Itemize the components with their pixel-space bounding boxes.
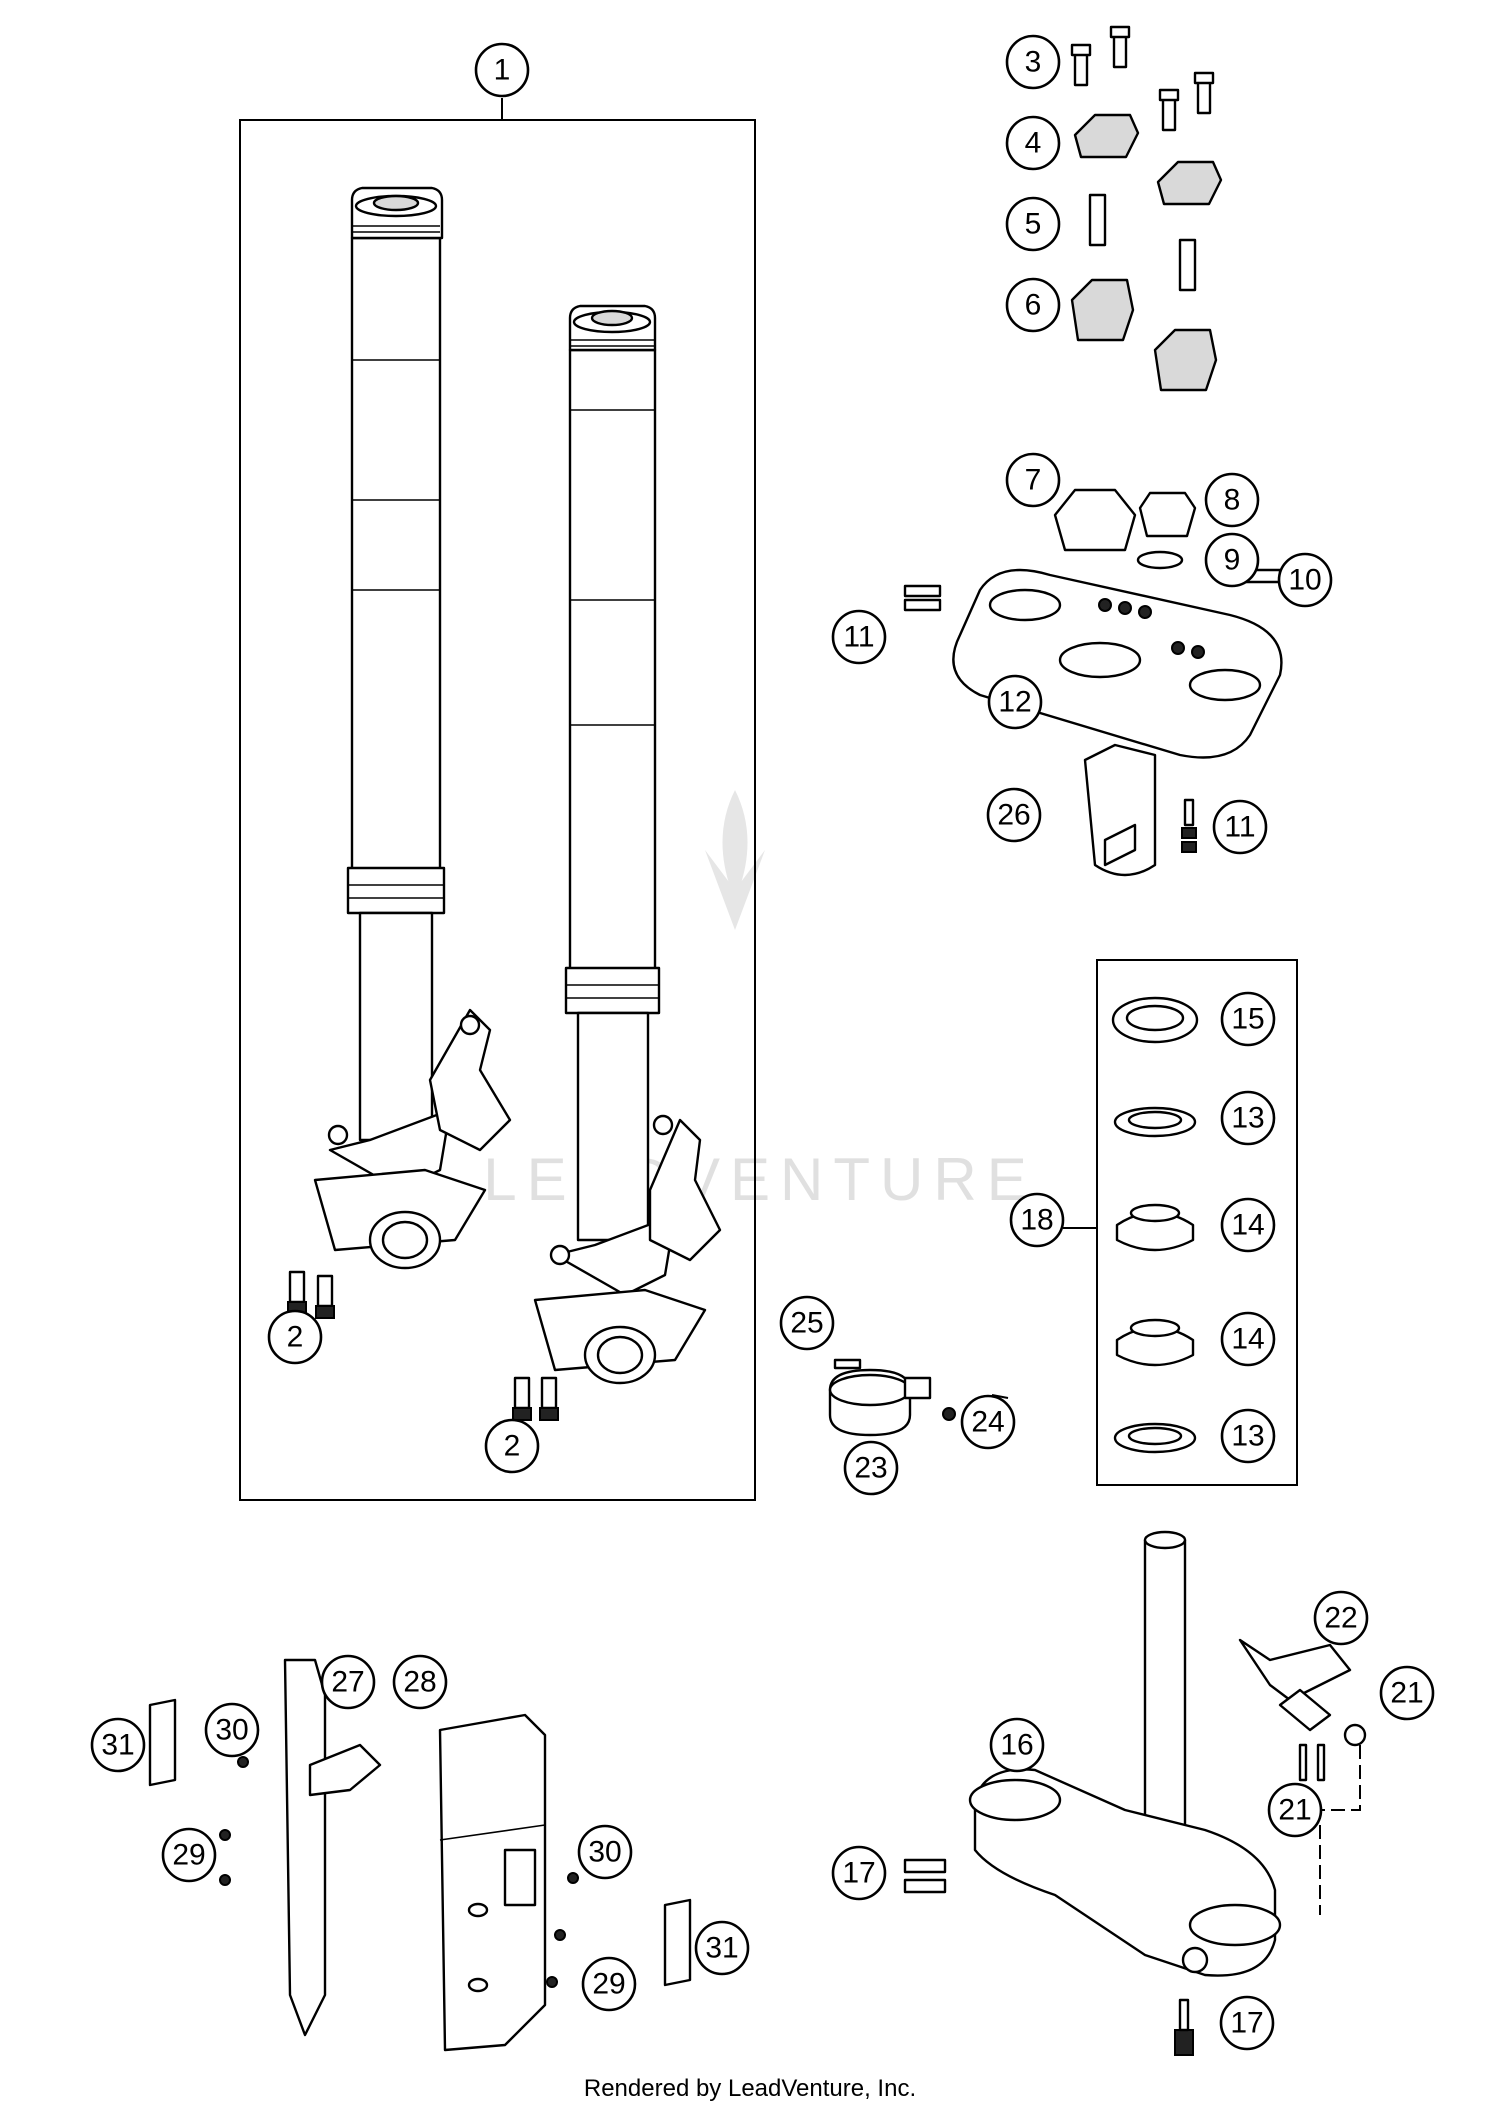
svg-text:30: 30 (215, 1714, 248, 1747)
fork-group-box (239, 119, 756, 1501)
svg-text:29: 29 (592, 1968, 625, 2001)
lower-triple-clamp (903, 1530, 1367, 2056)
callout-23[interactable]: 23 (843, 1440, 899, 1496)
svg-text:2: 2 (287, 1321, 304, 1354)
callout-14[interactable]: 14 (1220, 1197, 1276, 1253)
callout-16[interactable]: 16 (989, 1717, 1045, 1773)
svg-text:17: 17 (842, 1857, 875, 1890)
callout-31[interactable]: 31 (694, 1920, 750, 1976)
callout-18[interactable]: 18 (1009, 1192, 1065, 1248)
svg-text:16: 16 (1000, 1729, 1033, 1762)
svg-text:22: 22 (1324, 1602, 1357, 1635)
callout-4[interactable]: 4 (1005, 115, 1061, 171)
callout-25[interactable]: 25 (779, 1295, 835, 1351)
callout-11[interactable]: 11 (1212, 799, 1268, 855)
callout-1[interactable]: 1 (474, 42, 530, 98)
svg-text:2: 2 (504, 1430, 521, 1463)
callout-21[interactable]: 21 (1267, 1782, 1323, 1838)
svg-text:11: 11 (843, 621, 874, 654)
handlebar-clamps (1070, 25, 1223, 392)
svg-text:14: 14 (1231, 1323, 1264, 1356)
callout-26[interactable]: 26 (986, 787, 1042, 843)
svg-text:31: 31 (101, 1729, 134, 1762)
callout-15[interactable]: 15 (1220, 991, 1276, 1047)
callout-29[interactable]: 29 (581, 1956, 637, 2012)
svg-text:5: 5 (1025, 208, 1042, 241)
render-credit: Rendered by LeadVenture, Inc. (583, 2075, 917, 2102)
svg-text:25: 25 (790, 1307, 823, 1340)
callout-2[interactable]: 2 (267, 1309, 323, 1365)
svg-text:12: 12 (998, 686, 1031, 719)
callout-10[interactable]: 10 (1277, 552, 1333, 608)
svg-text:13: 13 (1231, 1420, 1264, 1453)
callout-31[interactable]: 31 (90, 1717, 146, 1773)
clamp-screws-right (512, 1376, 559, 1421)
fork-guards (148, 1658, 692, 2052)
svg-text:31: 31 (705, 1932, 738, 1965)
callout-13[interactable]: 13 (1220, 1090, 1276, 1146)
svg-text:3: 3 (1025, 46, 1042, 79)
svg-text:23: 23 (854, 1452, 887, 1485)
callout-17[interactable]: 17 (1219, 1995, 1275, 2051)
callout-22[interactable]: 22 (1313, 1590, 1369, 1646)
svg-text:17: 17 (1230, 2007, 1263, 2040)
callout-29[interactable]: 29 (161, 1827, 217, 1883)
exhaust-clamp (828, 1358, 956, 1437)
callout-28[interactable]: 28 (392, 1654, 448, 1710)
svg-text:13: 13 (1231, 1102, 1264, 1135)
svg-text:6: 6 (1025, 289, 1042, 322)
fork-leg-right (533, 304, 722, 1385)
callout-14[interactable]: 14 (1220, 1311, 1276, 1367)
svg-text:8: 8 (1224, 484, 1241, 517)
bearing-group-box (1096, 959, 1298, 1486)
callout-21[interactable]: 21 (1379, 1665, 1435, 1721)
fork-leg-left (313, 186, 512, 1270)
svg-text:10: 10 (1288, 564, 1321, 597)
callout-30[interactable]: 30 (577, 1824, 633, 1880)
svg-text:21: 21 (1390, 1677, 1423, 1710)
callout-24[interactable]: 24 (960, 1394, 1016, 1450)
leader-lines (991, 1394, 1009, 1399)
callout-8[interactable]: 8 (1204, 472, 1260, 528)
watermark-text: LEADVENTURE (483, 1146, 1036, 1213)
svg-text:9: 9 (1224, 544, 1241, 577)
callout-6[interactable]: 6 (1005, 277, 1061, 333)
svg-text:11: 11 (1224, 811, 1255, 844)
callout-27[interactable]: 27 (320, 1654, 376, 1710)
svg-text:15: 15 (1231, 1003, 1264, 1036)
svg-text:28: 28 (403, 1666, 436, 1699)
svg-text:30: 30 (588, 1836, 621, 1869)
steering-bearings (1111, 996, 1199, 1454)
callout-30[interactable]: 30 (204, 1702, 260, 1758)
svg-text:24: 24 (971, 1406, 1004, 1439)
callout-13[interactable]: 13 (1220, 1408, 1276, 1464)
callout-3[interactable]: 3 (1005, 34, 1061, 90)
callout-2[interactable]: 2 (484, 1418, 540, 1474)
svg-text:26: 26 (997, 799, 1030, 832)
svg-text:14: 14 (1231, 1209, 1264, 1242)
svg-text:27: 27 (331, 1666, 364, 1699)
callout-12[interactable]: 12 (987, 674, 1043, 730)
svg-text:4: 4 (1025, 127, 1042, 160)
svg-text:1: 1 (494, 54, 511, 87)
svg-text:29: 29 (172, 1839, 205, 1872)
callout-9[interactable]: 9 (1204, 532, 1260, 588)
callout-5[interactable]: 5 (1005, 196, 1061, 252)
svg-text:21: 21 (1278, 1794, 1311, 1827)
callout-11[interactable]: 11 (831, 609, 887, 665)
svg-text:18: 18 (1020, 1204, 1053, 1237)
svg-text:7: 7 (1025, 464, 1042, 497)
callout-17[interactable]: 17 (831, 1845, 887, 1901)
callout-7[interactable]: 7 (1005, 452, 1061, 508)
